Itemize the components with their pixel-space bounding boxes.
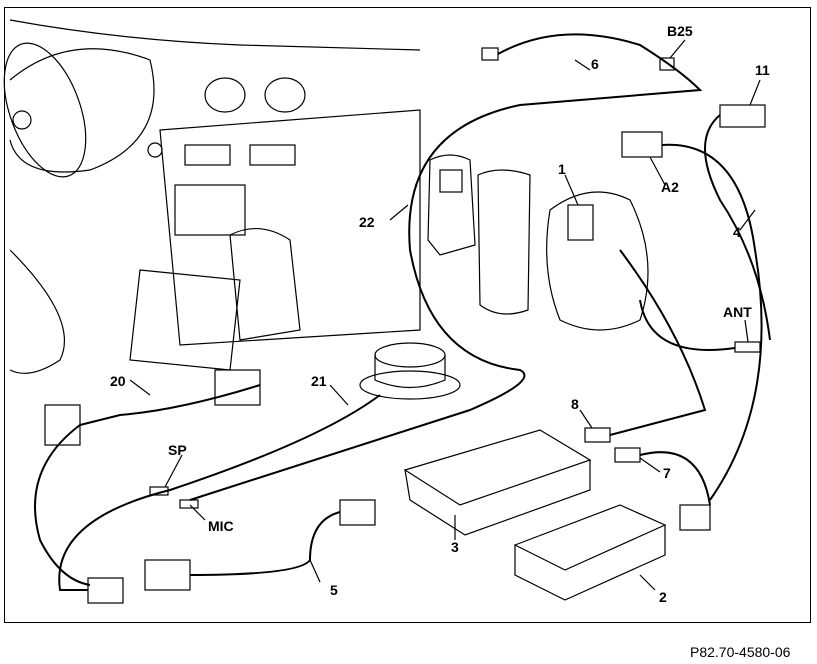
label-3: 3 — [451, 539, 459, 555]
diagram-frame — [4, 7, 811, 623]
control-module-3 — [403, 429, 592, 536]
label-21: 21 — [311, 373, 327, 389]
label-2: 2 — [659, 589, 667, 605]
phone-and-cradles — [427, 154, 649, 331]
label-a2: A2 — [661, 179, 679, 195]
label-4: 4 — [733, 224, 741, 240]
label-6: 6 — [591, 56, 599, 72]
wires — [34, 33, 771, 591]
leader-lines — [129, 39, 761, 591]
label-22: 22 — [359, 214, 375, 230]
dashboard-illustration — [3, 19, 421, 374]
label-1: 1 — [558, 161, 566, 177]
label-sp: SP — [168, 442, 187, 458]
connectors — [44, 47, 766, 604]
label-b25: B25 — [667, 23, 693, 39]
label-5: 5 — [330, 582, 338, 598]
label-11: 11 — [755, 62, 770, 78]
label-mic: MIC — [208, 518, 234, 534]
label-8: 8 — [571, 396, 579, 412]
label-ant: ANT — [723, 304, 752, 320]
control-module-2 — [513, 504, 667, 601]
label-7: 7 — [663, 465, 671, 481]
label-20: 20 — [110, 373, 126, 389]
speaker-illustration — [359, 342, 461, 400]
reference-code: P82.70-4580-06 — [690, 644, 791, 660]
